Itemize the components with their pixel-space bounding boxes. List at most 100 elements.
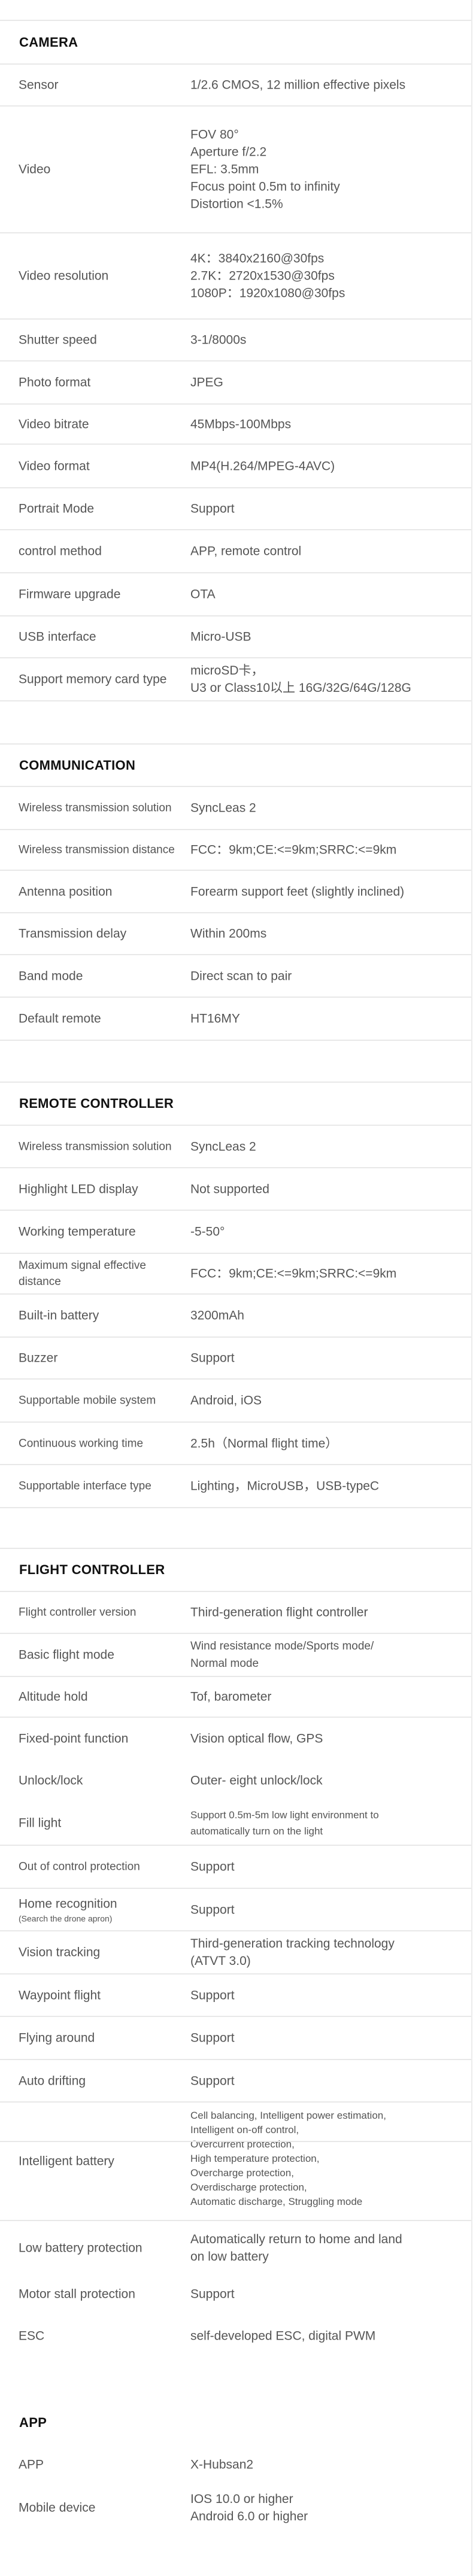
spec-label: Video bitrate (19, 415, 180, 433)
spec-label-text: Video format (19, 459, 90, 473)
spec-label-text: Support memory card type (19, 672, 167, 686)
spec-label-text: Buzzer (19, 1351, 58, 1365)
spec-value-line: OTA (190, 587, 216, 602)
spec-value-line: Not supported (190, 1182, 269, 1196)
spec-label: Out of control protection (19, 1859, 180, 1875)
spec-label-text: Unlock/lock (19, 1773, 83, 1788)
spec-label-text: Out of control protection (19, 1860, 140, 1873)
spec-label: Transmission delay (19, 925, 180, 943)
spec-label: Unlock/lock (19, 1772, 180, 1790)
spec-row: Photo format JPEG (0, 362, 471, 405)
spec-value-line: -5-50° (190, 1225, 225, 1239)
spec-row: Waypoint flight Support (0, 1974, 471, 2017)
spec-label: Motor stall protection (19, 2285, 180, 2302)
spec-value-line: Tof, barometer (190, 1690, 272, 1704)
spec-row: Home recognition(Search the drone apron)… (0, 1889, 471, 1931)
spec-row: Support memory card type microSD卡， U3 or C… (0, 658, 471, 701)
spec-row: Video bitrate 45Mbps-100Mbps (0, 405, 471, 445)
spec-label-text: Video bitrate (19, 417, 89, 431)
section-header-flight-controller: FLIGHT CONTROLLER (0, 1549, 471, 1592)
spec-label-text: Fixed-point function (19, 1731, 129, 1746)
spec-label-text: Photo format (19, 375, 91, 390)
spec-label: Buzzer (19, 1350, 180, 1367)
spec-value-line: Third-generation tracking technology (190, 1937, 395, 1951)
spec-value-line: 2.5h（Normal flight time） (190, 1436, 338, 1450)
spec-value-line: Normal mode (190, 1657, 259, 1670)
spec-label-text: Shutter speed (19, 333, 97, 347)
spec-value-line: HT16MY (190, 1011, 240, 1026)
spec-label: Supportable interface type (19, 1478, 180, 1494)
spec-value: Support (190, 2030, 466, 2047)
spec-sublabel: (Search the drone apron) (19, 1913, 113, 1923)
spec-value-line: Direct scan to pair (190, 969, 292, 983)
spec-value-line: Overcharge protection, (190, 2167, 294, 2179)
spec-value: 45Mbps-100Mbps (190, 415, 466, 433)
spec-value: JPEG (190, 374, 466, 391)
spec-value: SyncLeas 2 (190, 800, 466, 817)
spec-value: Cell balancing, Intelligent power estima… (190, 2109, 466, 2209)
spec-row: Antenna position Forearm support feet (sl… (0, 871, 471, 913)
spec-value-line: 2.7K：2720x1530@30fps (190, 269, 335, 283)
spec-label-text: Wireless transmission solution (19, 1140, 172, 1153)
spec-label-text: Firmware upgrade (19, 587, 121, 602)
section-title: APP (19, 2414, 47, 2430)
spec-label: Vision tracking (19, 1944, 180, 1961)
spec-value: Support (190, 1350, 466, 1367)
spec-label-text: control method (19, 544, 102, 558)
spec-row: Buzzer Support (0, 1338, 471, 1380)
spec-value: 1/2.6 CMOS, 12 million effective pixels (190, 77, 466, 94)
spec-row: ESC self-developed ESC, digital PWM (0, 2313, 471, 2358)
spec-value: Third-generation tracking technology(ATV… (190, 1935, 466, 1970)
spec-label-text: Intelligent battery (19, 2154, 114, 2168)
spec-label: Video format (19, 457, 180, 475)
spec-label-text: Transmission delay (19, 926, 127, 941)
spec-value-line: 4K：3840x2160@30fps (190, 251, 325, 266)
spec-row: Vision tracking Third-generation tracking… (0, 1931, 471, 1974)
spec-label: Wireless transmission solution (19, 800, 180, 816)
spec-label: Built-in battery (19, 1307, 180, 1325)
spec-label-text: Waypoint flight (19, 1988, 101, 2002)
spec-label-text: Video (19, 162, 51, 177)
spec-label-text: Vision tracking (19, 1945, 101, 1960)
spec-value-line: Distortion <1.5% (190, 197, 283, 211)
spec-value-line: Support (190, 2074, 235, 2088)
section-spacer (0, 1041, 471, 1083)
spec-label: control method (19, 543, 180, 560)
spec-value-line: Aperture f/2.2 (190, 145, 267, 159)
spec-value-line: microSD卡， (190, 664, 264, 678)
spec-value-line: on low battery (190, 2249, 269, 2264)
spec-value-line: SyncLeas 2 (190, 1140, 256, 1153)
spec-value-line: FCC：9km;CE:<=9km;SRRC:<=9km (190, 843, 397, 857)
spec-value: X-Hubsan2 (190, 2456, 466, 2473)
section-title: COMMUNICATION (19, 757, 136, 773)
spec-label: Intelligent battery (19, 2153, 180, 2170)
spec-value: Forearm support feet (slightly inclined) (190, 883, 466, 900)
spec-value-line: Automatic discharge, Struggling mode (190, 2196, 363, 2207)
section-spacer (0, 0, 471, 21)
spec-value-line: IOS 10.0 or higher (190, 2492, 293, 2506)
spec-label-text: Low battery protection (19, 2241, 142, 2255)
spec-value: Outer- eight unlock/lock (190, 1772, 466, 1790)
spec-value-line: APP, remote control (190, 544, 302, 558)
spec-row: Wireless transmission solution SyncLeas 2 (0, 787, 471, 830)
spec-label-text: Wireless transmission solution (19, 801, 172, 815)
spec-value: self-developed ESC, digital PWM (190, 2327, 466, 2344)
spec-label: Antenna position (19, 883, 180, 900)
spec-value: Support (190, 1986, 466, 2004)
spec-value-line: 3200mAh (190, 1308, 244, 1323)
spec-value-line: Forearm support feet (slightly inclined) (190, 885, 405, 898)
spec-row: Intelligent battery Cell balancing, Intel… (0, 2103, 471, 2221)
spec-value-line: Support (190, 1988, 235, 2002)
spec-value-line: U3 or Class10以上 16G/32G/64G/128G (190, 681, 411, 695)
spec-value: SyncLeas 2 (190, 1138, 466, 1155)
spec-label-text: ESC (19, 2329, 45, 2343)
